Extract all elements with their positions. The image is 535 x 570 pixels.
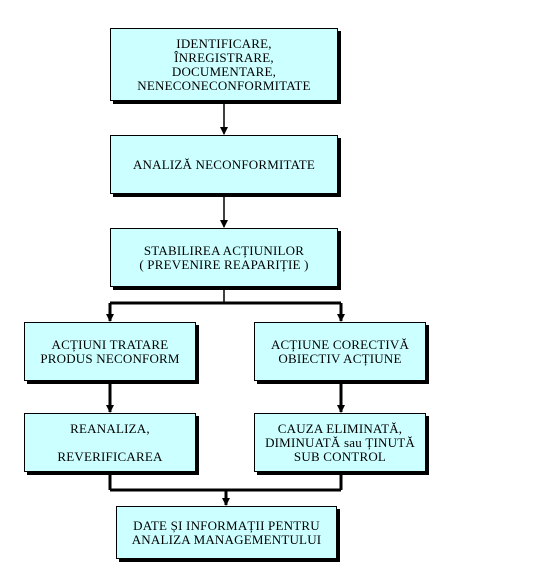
box-cause: CAUZA ELIMINATĂ, DIMINUATĂ sau ȚINUTĂ SU… [254, 413, 426, 472]
box-reanalyze-line-2: REVERIFICAREA [57, 448, 163, 464]
box-data: DATE ȘI INFORMAȚII PENTRU ANALIZA MANAGE… [116, 506, 337, 559]
box-identify: IDENTIFICARE, ÎNREGISTRARE, DOCUMENTARE,… [110, 28, 338, 101]
box-reanalyze-line-1: REANALIZA, [70, 420, 150, 436]
box-treat-line-2: PRODUS NECONFORM [40, 350, 180, 366]
box-identify-line-2: ÎNREGISTRARE, [174, 49, 274, 65]
box-reanalyze: REANALIZA, REVERIFICAREA [24, 413, 196, 472]
box-analyze-line-1: ANALIZĂ NECONFORMITATE [132, 156, 316, 172]
box-identify-line-1: IDENTIFICARE, [176, 35, 272, 51]
box-treat: ACȚIUNI TRATARE PRODUS NECONFORM [24, 322, 196, 381]
box-corrective-line-1: ACȚIUNE CORECTIVĂ [270, 336, 410, 352]
box-identify-line-3: DOCUMENTARE, [171, 63, 277, 79]
box-establish: STABILIREA ACȚIUNILOR ( PREVENIRE REAPAR… [110, 228, 338, 287]
box-analyze: ANALIZĂ NECONFORMITATE [110, 135, 338, 194]
box-cause-line-2: DIMINUATĂ sau ȚINUTĂ [265, 434, 415, 450]
box-establish-line-2: ( PREVENIRE REAPARIȚIE ) [139, 256, 309, 272]
box-cause-line-1: CAUZA ELIMINATĂ, [277, 420, 403, 436]
box-establish-line-1: STABILIREA ACȚIUNILOR [143, 242, 305, 258]
box-data-line-2: ANALIZA MANAGEMENTULUI [131, 531, 322, 547]
box-corrective-line-2: OBIECTIV ACȚIUNE [278, 350, 402, 366]
box-cause-line-3: SUB CONTROL [293, 448, 387, 464]
box-data-line-1: DATE ȘI INFORMAȚII PENTRU [133, 517, 320, 533]
box-corrective: ACȚIUNE CORECTIVĂ OBIECTIV ACȚIUNE [254, 322, 426, 381]
box-identify-line-4: NENECONECONFORMITATE [137, 77, 311, 93]
box-treat-line-1: ACȚIUNI TRATARE [51, 336, 169, 352]
